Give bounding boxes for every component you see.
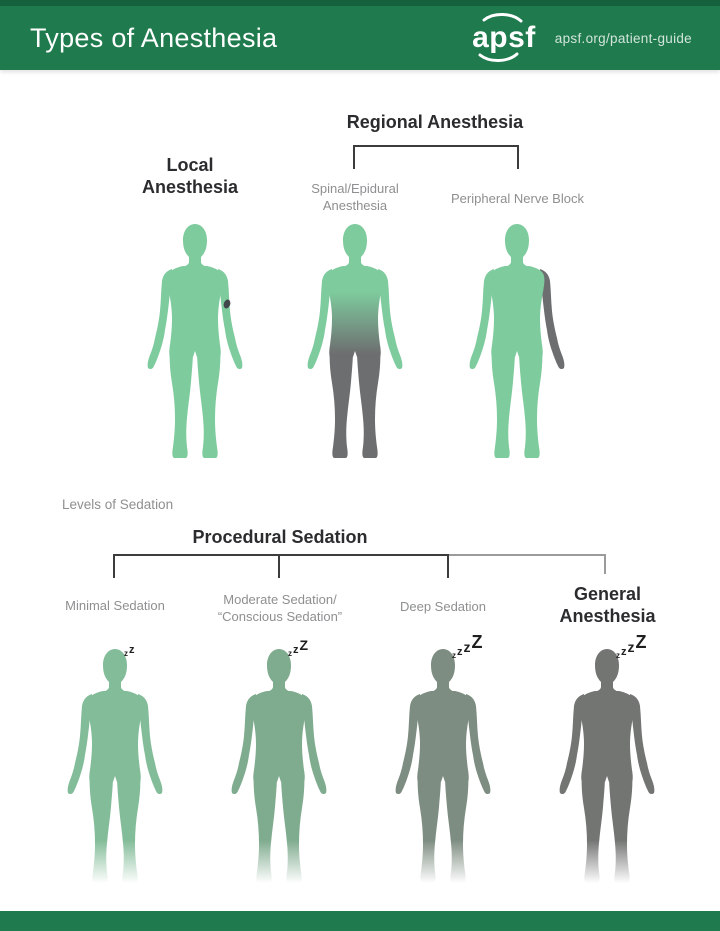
page-title: Types of Anesthesia bbox=[30, 22, 278, 53]
figure-deep-sedation: zzzZ bbox=[378, 632, 508, 894]
procedural-sedation-heading: Procedural Sedation bbox=[192, 527, 368, 547]
body-silhouette-peripheral bbox=[469, 224, 565, 458]
header-bar: Types of Anesthesia apsf apsf.org/patien… bbox=[0, 0, 720, 70]
figure-spinal-epidural bbox=[294, 218, 416, 463]
figure-local-anesthesia bbox=[134, 218, 256, 463]
figure-general-anesthesia: zzzZ bbox=[542, 632, 672, 894]
levels-of-sedation-label: Levels of Sedation bbox=[62, 497, 174, 512]
moderate-sedation-label: Moderate Sedation/ “Conscious Sedation” bbox=[217, 592, 343, 624]
local-anesthesia-label: Local Anesthesia bbox=[141, 155, 239, 197]
figure-minimal-sedation: zz bbox=[50, 643, 180, 894]
procedural-bracket-tick-left bbox=[113, 554, 115, 578]
general-bracket-line bbox=[449, 554, 606, 556]
general-bracket-tick bbox=[604, 554, 606, 574]
sleep-zzz-general: zzzZ bbox=[616, 632, 648, 660]
footer-bar bbox=[0, 911, 720, 931]
logo-text: apsf bbox=[472, 21, 536, 54]
regional-bracket-tick-right bbox=[517, 145, 519, 169]
body-silhouette-local bbox=[147, 224, 243, 458]
body-silhouette-spinal bbox=[307, 224, 403, 458]
minimal-sedation-label: Minimal Sedation bbox=[65, 598, 165, 613]
deep-sedation-label: Deep Sedation bbox=[399, 599, 486, 614]
patient-guide-url: apsf.org/patient-guide bbox=[554, 30, 692, 46]
spinal-epidural-label: Spinal/Epidural Anesthesia bbox=[311, 181, 399, 213]
body-silhouette-minimal bbox=[67, 649, 163, 883]
procedural-bracket-tick-middle bbox=[278, 554, 280, 578]
peripheral-nerve-block-label: Peripheral Nerve Block bbox=[451, 191, 584, 206]
sleep-zzz-moderate: zzZ bbox=[288, 637, 310, 658]
logo-arcs-icon bbox=[478, 13, 523, 62]
body-silhouette-deep bbox=[395, 649, 491, 883]
regional-bracket-line bbox=[353, 145, 519, 147]
apsf-logo: apsf bbox=[466, 13, 542, 62]
figure-peripheral-nerve-block bbox=[456, 218, 578, 463]
body-silhouette-general bbox=[559, 649, 655, 883]
sleep-zzz-deep: zzzZ bbox=[452, 632, 484, 660]
body-silhouette-moderate bbox=[231, 649, 327, 883]
regional-bracket-tick-left bbox=[353, 145, 355, 169]
sleep-zzz-minimal: zz bbox=[124, 644, 136, 658]
procedural-bracket-tick-right bbox=[447, 554, 449, 578]
general-anesthesia-label: General Anesthesia bbox=[559, 584, 656, 626]
regional-anesthesia-heading: Regional Anesthesia bbox=[346, 112, 524, 132]
procedural-bracket-line bbox=[113, 554, 449, 556]
figure-moderate-sedation: zzZ bbox=[214, 637, 344, 894]
apsf-logo-group: apsf apsf.org/patient-guide bbox=[466, 13, 692, 62]
